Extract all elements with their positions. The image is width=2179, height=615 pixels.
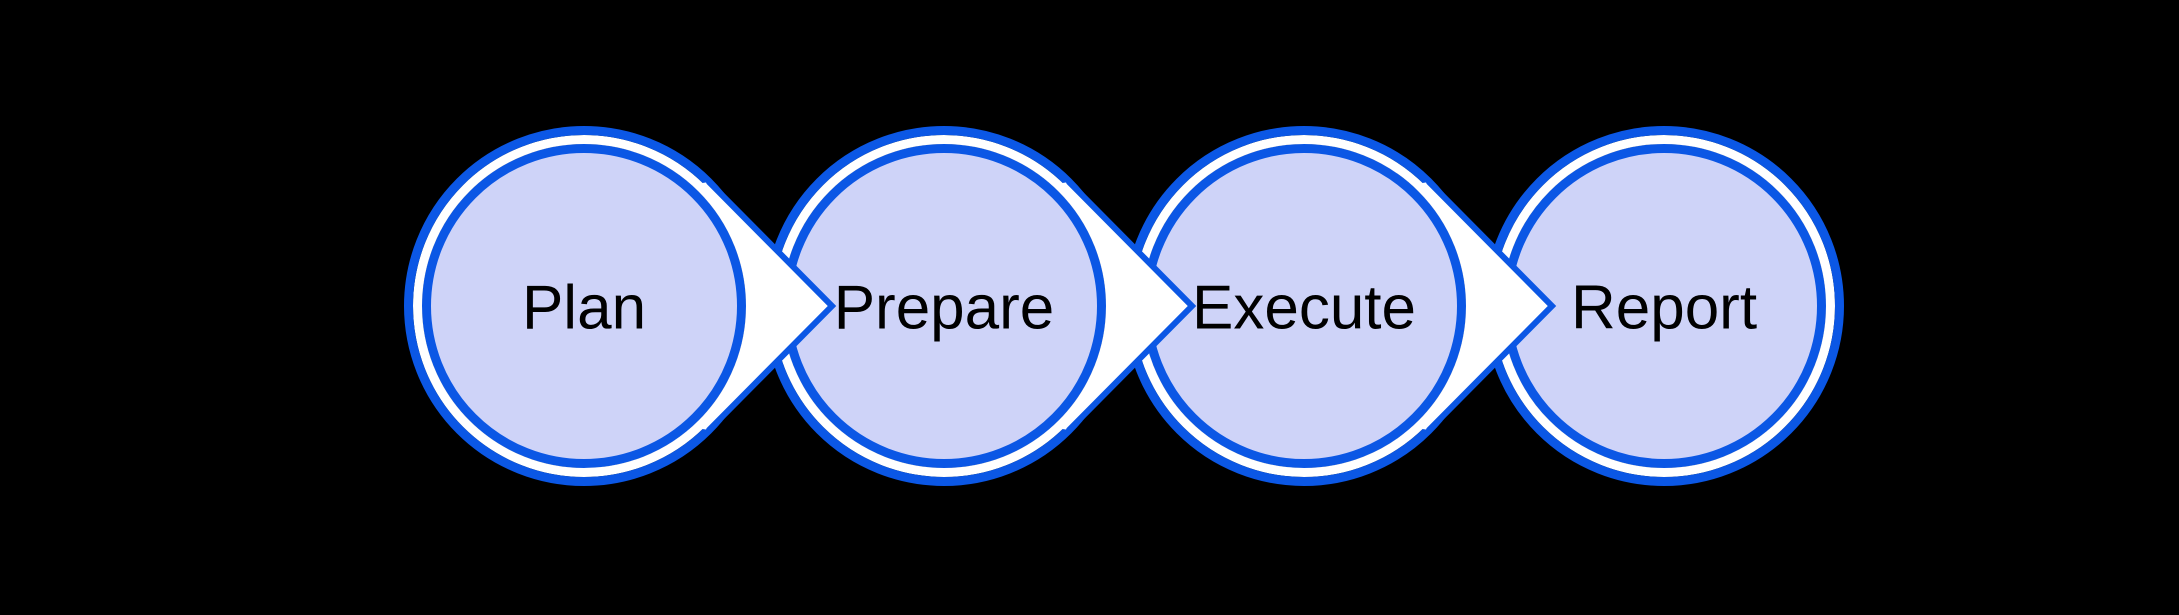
circle-fill	[1502, 144, 1826, 468]
arrow-prepare-to-execute	[1056, 179, 1197, 433]
right-arrow-outline	[706, 179, 837, 433]
arrow-execute-to-report	[1416, 179, 1557, 433]
step-label-execute: Execute	[1192, 274, 1416, 343]
right-arrow-outline	[1066, 179, 1197, 433]
step-label-plan: Plan	[522, 274, 646, 343]
step-label-prepare: Prepare	[834, 274, 1055, 343]
circle-fill	[422, 144, 746, 468]
right-arrow-icon	[696, 182, 832, 430]
right-arrow-outline	[1426, 179, 1557, 433]
right-arrow-icon	[1056, 182, 1192, 430]
right-arrow-icon	[1416, 182, 1552, 430]
circle-fill	[1142, 144, 1466, 468]
circle-inner-ring	[422, 144, 746, 468]
step-label-report: Report	[1571, 274, 1757, 343]
arrow-plan-to-prepare	[696, 179, 837, 433]
circle-fill	[782, 144, 1106, 468]
step-circle-plan	[404, 126, 764, 486]
